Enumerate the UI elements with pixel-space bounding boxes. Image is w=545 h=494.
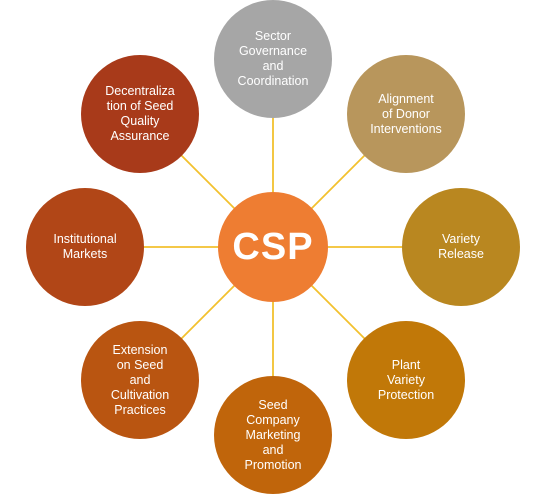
node-sector-governance: Sector Governance and Coordination	[214, 0, 332, 118]
node-variety-release: Variety Release	[402, 188, 520, 306]
node-seed-company-marketing: Seed Company Marketing and Promotion	[214, 376, 332, 494]
node-plant-variety-protection: Plant Variety Protection	[347, 321, 465, 439]
node-decentralization-seed-quality: Decentraliza tion of Seed Quality Assura…	[81, 55, 199, 173]
node-institutional-markets: Institutional Markets	[26, 188, 144, 306]
center-node-csp: CSP	[218, 192, 328, 302]
node-extension-seed-cultivation: Extension on Seed and Cultivation Practi…	[81, 321, 199, 439]
node-alignment-donor: Alignment of Donor Interventions	[347, 55, 465, 173]
